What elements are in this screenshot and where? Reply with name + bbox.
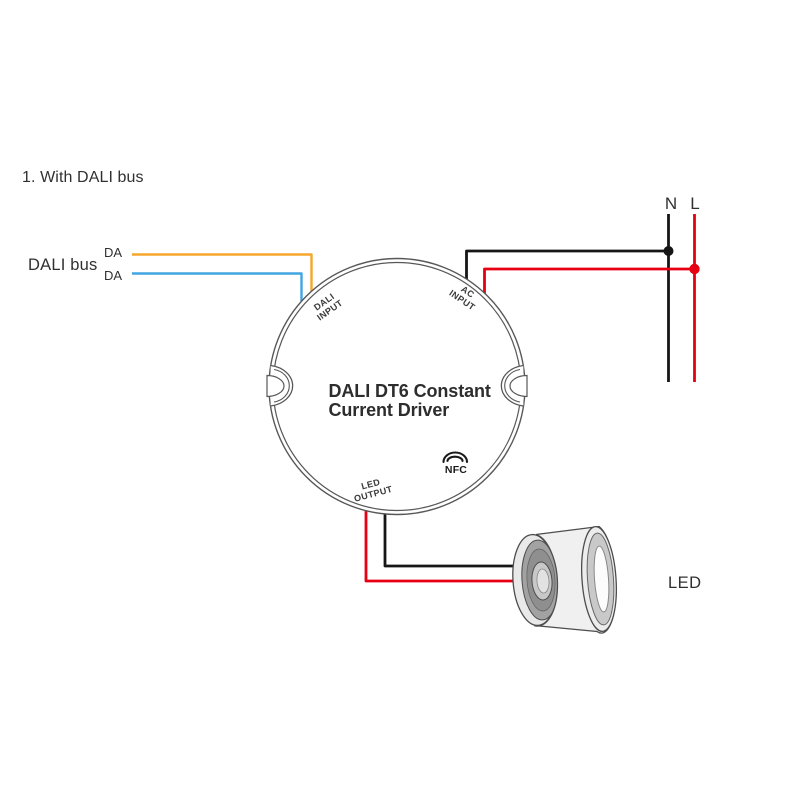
da-wire2-label: DA: [104, 268, 123, 283]
dali-bus-label: DALI bus: [28, 256, 98, 274]
neutral-junction-dot: [663, 246, 674, 256]
dali-wire-da1: [132, 253, 313, 291]
nfc-label: NFC: [444, 464, 468, 476]
nfc-icon: [442, 451, 469, 464]
led-wire-red: [364, 510, 515, 583]
led-wire-black: [383, 513, 520, 568]
section-title: 1. With DALI bus: [22, 169, 144, 186]
driver-name: DALI DT6 Constant Current Driver: [328, 381, 491, 420]
live-label: L: [690, 194, 700, 213]
mounting-ear-right: [500, 364, 528, 407]
dali-wire-da2: [132, 272, 303, 301]
mounting-ear-left: [266, 364, 294, 407]
ac-neutral-wire: [465, 249, 669, 282]
ac-live-wire: [483, 267, 695, 296]
live-junction-dot: [689, 263, 700, 275]
led-label: LED: [668, 574, 702, 592]
neutral-label: N: [664, 194, 678, 213]
da-wire1-label: DA: [104, 245, 123, 260]
led-fixture: [512, 525, 617, 634]
